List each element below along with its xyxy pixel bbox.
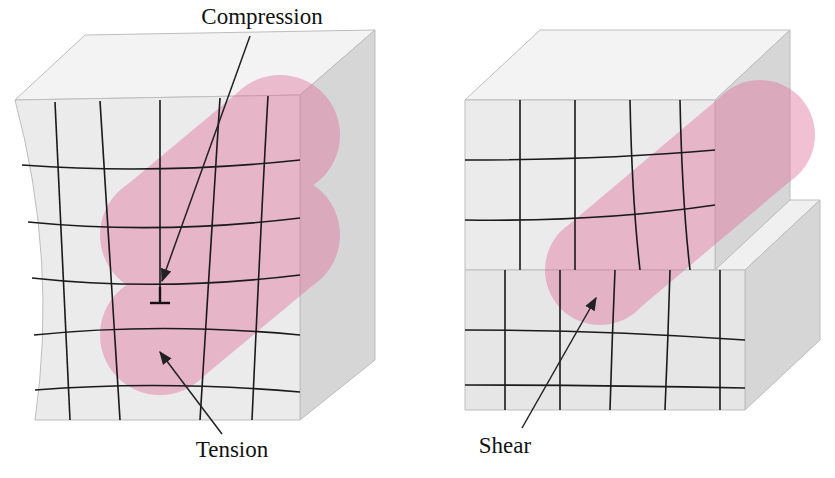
leader-arrows xyxy=(160,36,596,434)
edge-dislocation-block xyxy=(15,30,375,420)
callout-label: Shear xyxy=(479,432,531,460)
dislocation-cylinders xyxy=(100,75,340,395)
callout-label: Compression xyxy=(201,3,322,31)
dislocation-cylinder xyxy=(545,80,815,325)
callout-label: Tension xyxy=(196,436,269,464)
dislocation-symbol xyxy=(150,287,170,303)
shear-dislocation-block xyxy=(465,30,820,410)
lattice-grid xyxy=(22,96,300,420)
lattice-grid xyxy=(465,100,745,410)
